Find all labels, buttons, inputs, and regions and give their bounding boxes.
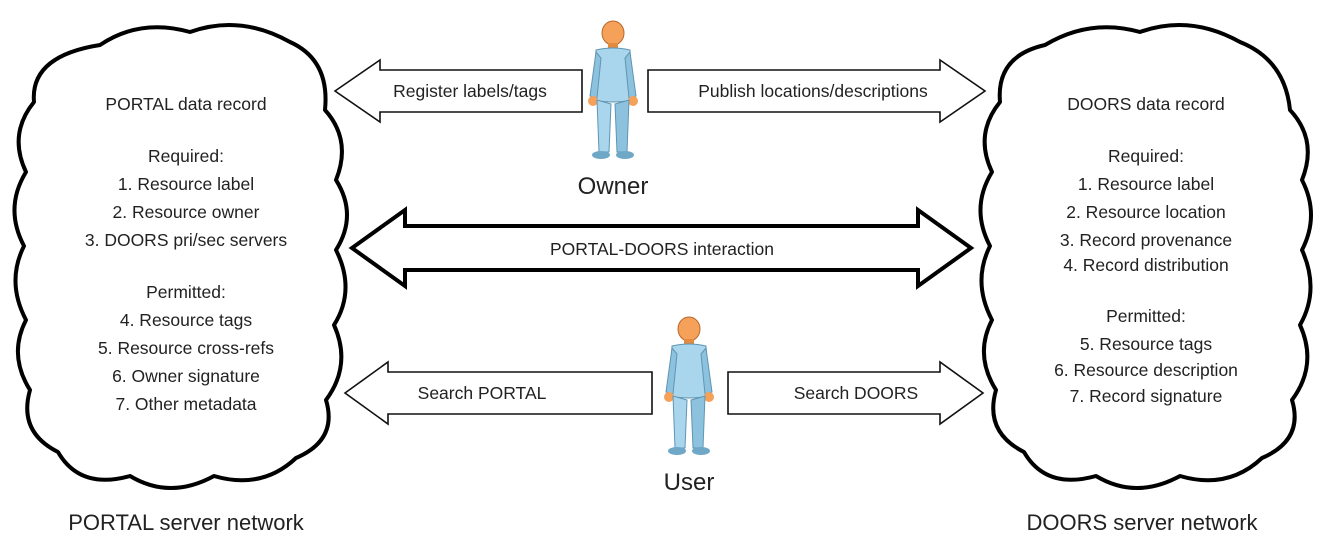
double-arrow-shape xyxy=(348,206,975,290)
doors-permitted-item: 7. Record signature xyxy=(1070,386,1223,406)
portal-network-label: PORTAL server network xyxy=(68,510,305,535)
portal-cloud-shape xyxy=(12,22,349,490)
portal-cloud-title: PORTAL data record xyxy=(105,94,266,114)
search-doors-arrow: Search DOORS xyxy=(727,360,985,426)
portal-permitted-item: 7. Other metadata xyxy=(115,394,256,414)
doors-permitted-item: 5. Resource tags xyxy=(1080,334,1213,354)
doors-required-item: 3. Record provenance xyxy=(1060,230,1232,250)
owner-label: Owner xyxy=(578,173,649,200)
portal-required-item: 1. Resource label xyxy=(118,174,254,194)
doors-cloud-title: DOORS data record xyxy=(1067,94,1225,114)
search-portal-label: Search PORTAL xyxy=(418,383,547,403)
right-hollow-arrow-shape xyxy=(727,360,985,426)
portal-required-heading: Required: xyxy=(148,146,224,166)
interaction-arrow-label: PORTAL-DOORS interaction xyxy=(550,239,774,259)
doors-required-item: 2. Resource location xyxy=(1066,202,1226,222)
doors-network-label: DOORS server network xyxy=(1026,510,1258,535)
register-arrow: Register labels/tags xyxy=(333,58,583,124)
doors-permitted-item: 6. Resource description xyxy=(1054,360,1238,380)
user-label: User xyxy=(664,469,715,496)
publish-arrow: Publish locations/descriptions xyxy=(647,58,987,124)
left-hollow-arrow-shape xyxy=(333,58,583,124)
portal-required-item: 2. Resource owner xyxy=(113,202,260,222)
search-doors-label: Search DOORS xyxy=(794,383,918,403)
right-hollow-arrow-shape xyxy=(647,58,987,124)
doors-required-item: 4. Record distribution xyxy=(1063,255,1228,275)
doors-permitted-heading: Permitted: xyxy=(1106,306,1186,326)
owner-person-icon xyxy=(588,20,638,159)
doors-required-heading: Required: xyxy=(1108,146,1184,166)
doors-required-item: 1. Resource label xyxy=(1078,174,1214,194)
portal-permitted-heading: Permitted: xyxy=(146,282,226,302)
portal-permitted-item: 6. Owner signature xyxy=(112,366,260,386)
interaction-arrow: PORTAL-DOORS interaction xyxy=(348,206,975,290)
left-hollow-arrow-shape xyxy=(343,360,653,426)
portal-data-record-cloud: PORTAL data record Required: 1. Resource… xyxy=(12,22,349,490)
portal-permitted-item: 5. Resource cross-refs xyxy=(98,338,274,358)
search-portal-arrow: Search PORTAL xyxy=(343,360,653,426)
register-arrow-label: Register labels/tags xyxy=(393,81,547,101)
portal-required-item: 3. DOORS pri/sec servers xyxy=(85,230,288,250)
portal-permitted-item: 4. Resource tags xyxy=(120,310,253,330)
publish-arrow-label: Publish locations/descriptions xyxy=(698,81,928,101)
doors-cloud-shape xyxy=(978,22,1313,490)
user-person-icon xyxy=(664,316,714,455)
doors-data-record-cloud: DOORS data record Required: 1. Resource … xyxy=(978,22,1313,490)
